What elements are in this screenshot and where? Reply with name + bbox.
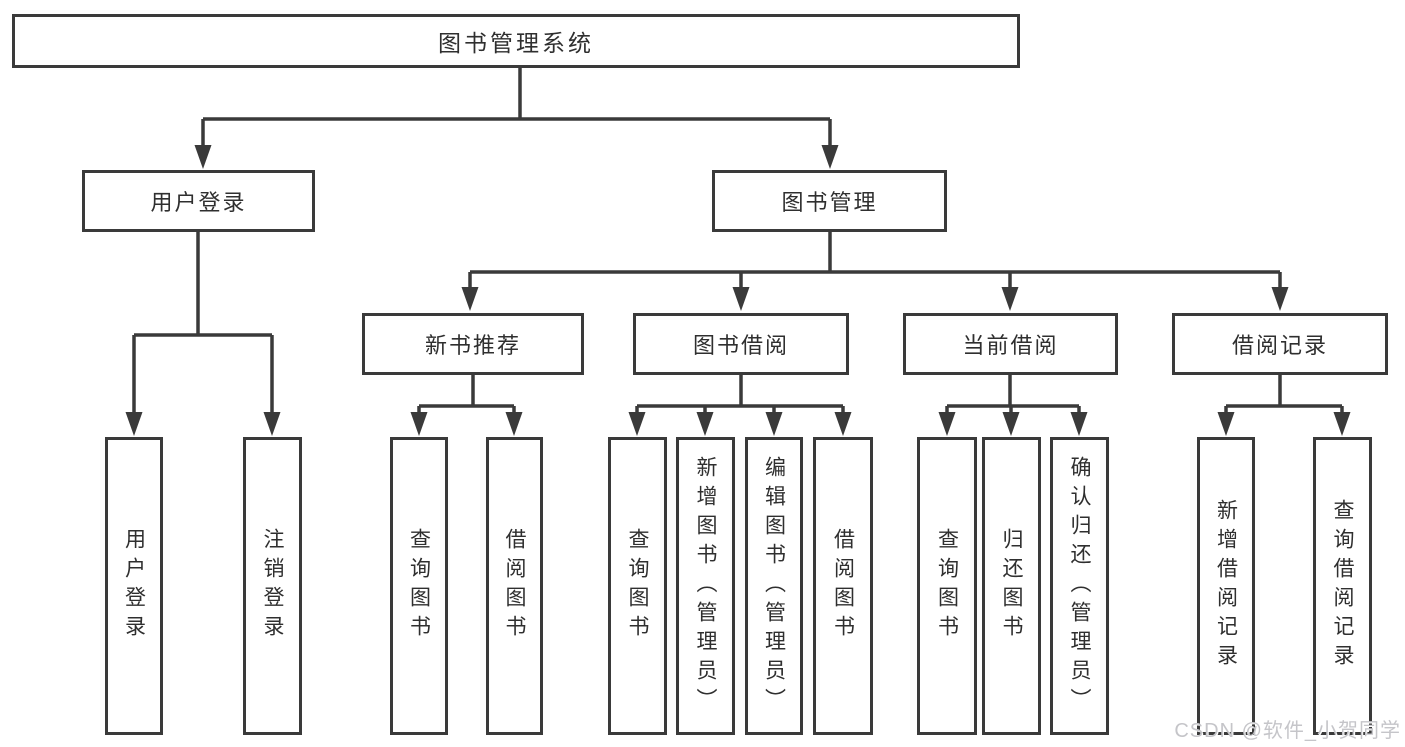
leaf-query-borrow-record: 查询借阅记录 bbox=[1313, 437, 1372, 735]
arrowheads bbox=[125, 145, 1351, 436]
node-user-login-label: 用户登录 bbox=[150, 190, 247, 215]
leaf-query-books-recommend-label: 查询图书 bbox=[407, 528, 431, 644]
node-current-borrowing: 当前借阅 bbox=[903, 313, 1118, 375]
node-book-management: 图书管理 bbox=[712, 170, 947, 232]
leaf-borrow-books: 借阅图书 bbox=[813, 437, 873, 735]
node-user-login: 用户登录 bbox=[82, 170, 315, 232]
node-library-system: 图书管理系统 bbox=[12, 14, 1020, 68]
leaf-borrow-books-label: 借阅图书 bbox=[831, 528, 855, 644]
leaf-edit-book-admin-label: 编辑图书（管理员） bbox=[762, 455, 786, 717]
node-book-borrowing: 图书借阅 bbox=[633, 313, 849, 375]
leaf-add-borrow-record-label: 新增借阅记录 bbox=[1214, 499, 1238, 673]
leaf-query-borrow-record-label: 查询借阅记录 bbox=[1331, 499, 1354, 673]
leaf-query-books-borrowing-label: 查询图书 bbox=[626, 528, 649, 644]
csdn-watermark: CSDN @软件_小贺同学 bbox=[1174, 720, 1401, 742]
leaf-add-borrow-record: 新增借阅记录 bbox=[1197, 437, 1255, 735]
node-book-management-label: 图书管理 bbox=[781, 190, 878, 215]
leaf-user-login-label: 用户登录 bbox=[122, 528, 146, 644]
node-borrowing-records: 借阅记录 bbox=[1172, 313, 1388, 375]
leaf-query-books-borrowing: 查询图书 bbox=[608, 437, 667, 735]
node-library-system-label: 图书管理系统 bbox=[438, 30, 594, 56]
node-borrowing-records-label: 借阅记录 bbox=[1231, 333, 1328, 358]
node-new-book-recommend: 新书推荐 bbox=[362, 313, 584, 375]
leaf-edit-book-admin: 编辑图书（管理员） bbox=[745, 437, 803, 735]
leaf-confirm-return-admin-label: 确认归还（管理员） bbox=[1068, 455, 1091, 717]
leaf-user-login: 用户登录 bbox=[105, 437, 163, 735]
node-current-borrowing-label: 当前借阅 bbox=[962, 333, 1059, 358]
leaf-return-book: 归还图书 bbox=[982, 437, 1041, 735]
node-new-book-recommend-label: 新书推荐 bbox=[424, 333, 521, 358]
leaf-query-books-recommend: 查询图书 bbox=[390, 437, 448, 735]
leaf-borrow-books-recommend-label: 借阅图书 bbox=[503, 528, 526, 644]
leaf-add-book-admin-label: 新增图书（管理员） bbox=[694, 455, 717, 717]
leaf-query-books-current-label: 查询图书 bbox=[935, 528, 959, 644]
leaf-add-book-admin: 新增图书（管理员） bbox=[676, 437, 735, 735]
node-book-borrowing-label: 图书借阅 bbox=[692, 333, 789, 358]
leaf-borrow-books-recommend: 借阅图书 bbox=[486, 437, 543, 735]
leaf-return-book-label: 归还图书 bbox=[1000, 528, 1023, 644]
leaf-logout-label: 注销登录 bbox=[261, 528, 284, 644]
leaf-logout: 注销登录 bbox=[243, 437, 302, 735]
leaf-query-books-current: 查询图书 bbox=[917, 437, 977, 735]
leaf-confirm-return-admin: 确认归还（管理员） bbox=[1050, 437, 1109, 735]
